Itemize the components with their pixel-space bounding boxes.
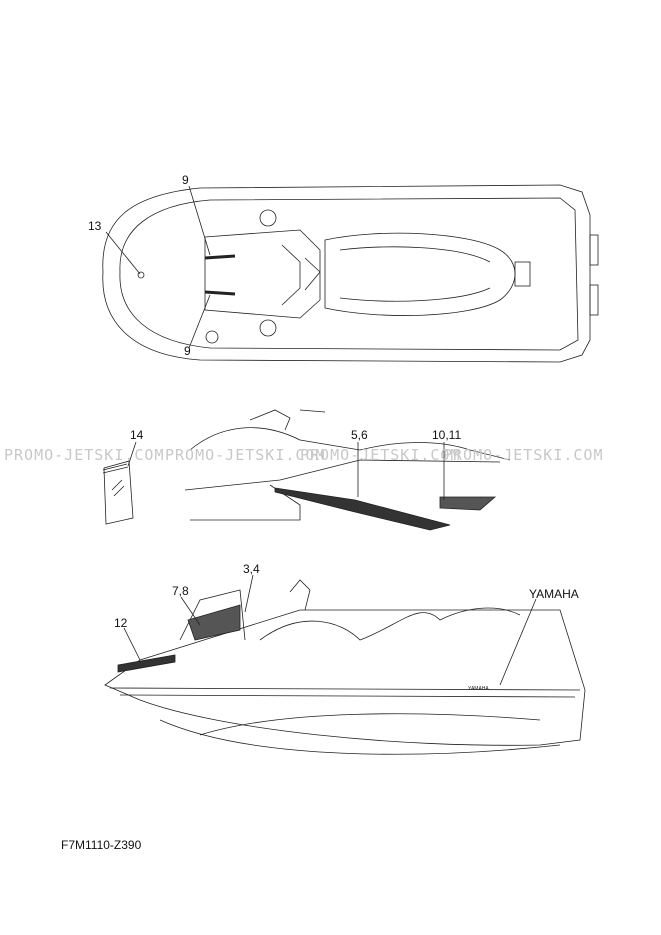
watermark: PROMO-JETSKI.COM <box>165 446 326 464</box>
watermark: PROMO-JETSKI.COM <box>4 446 165 464</box>
top-view <box>102 184 599 363</box>
yamaha-brand: YAMAHA <box>468 686 489 692</box>
callout-9-top: 9 <box>182 173 189 187</box>
callout-10-11: 10,11 <box>432 428 462 442</box>
side-view: YAMAHA <box>104 574 586 755</box>
callout-14: 14 <box>130 428 144 442</box>
watermark: PROMO-JETSKI.COM <box>443 446 604 464</box>
callout-12: YAMAHA <box>529 587 579 601</box>
callout-9-bottom: 9 <box>184 344 191 358</box>
callout-1-2: 12 <box>114 616 128 630</box>
side-closeup <box>184 409 511 531</box>
callout-7-8: 7,8 <box>172 584 189 598</box>
callout-13: 13 <box>88 219 102 233</box>
callout-3-4: 3,4 <box>243 562 260 576</box>
sticker-14 <box>102 441 137 525</box>
watermark: PROMO-JETSKI.COM <box>300 446 461 464</box>
figure-code: F7M1110-Z390 <box>61 838 142 852</box>
callout-5-6: 5,6 <box>351 428 368 442</box>
